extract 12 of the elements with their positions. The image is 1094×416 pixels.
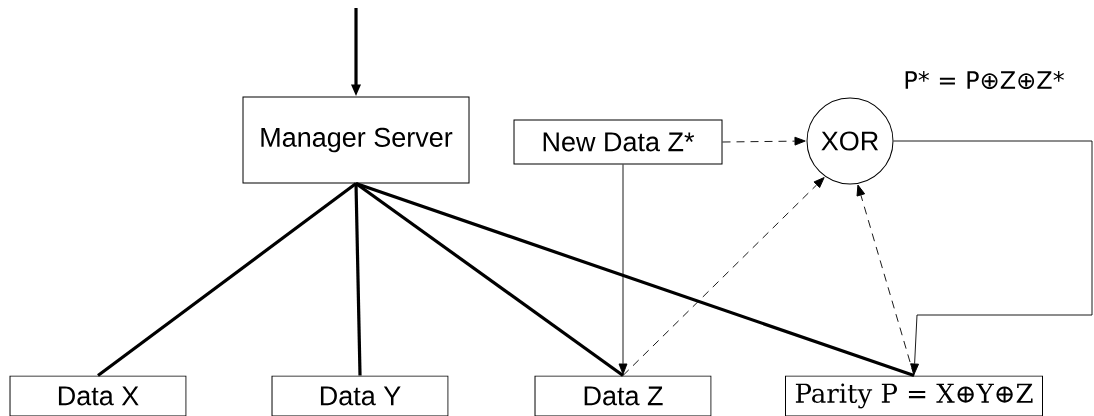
- arrow: [893, 140, 1093, 375]
- data-box: Data X: [9, 375, 187, 416]
- arrow: [722, 136, 806, 146]
- formula-label: P* = P⊕Z⊕Z*: [905, 70, 1064, 90]
- arrow: [622, 177, 825, 376]
- server-box: Manager Server: [242, 96, 470, 184]
- arrow: [856, 184, 915, 376]
- arrow: [618, 164, 628, 375]
- data-box: New Data Z*: [513, 119, 723, 165]
- data-box: Data Y: [271, 375, 449, 416]
- data-box: Parity P = X⊕Y⊕Z: [785, 375, 1043, 416]
- data-box: Data Z: [534, 375, 712, 416]
